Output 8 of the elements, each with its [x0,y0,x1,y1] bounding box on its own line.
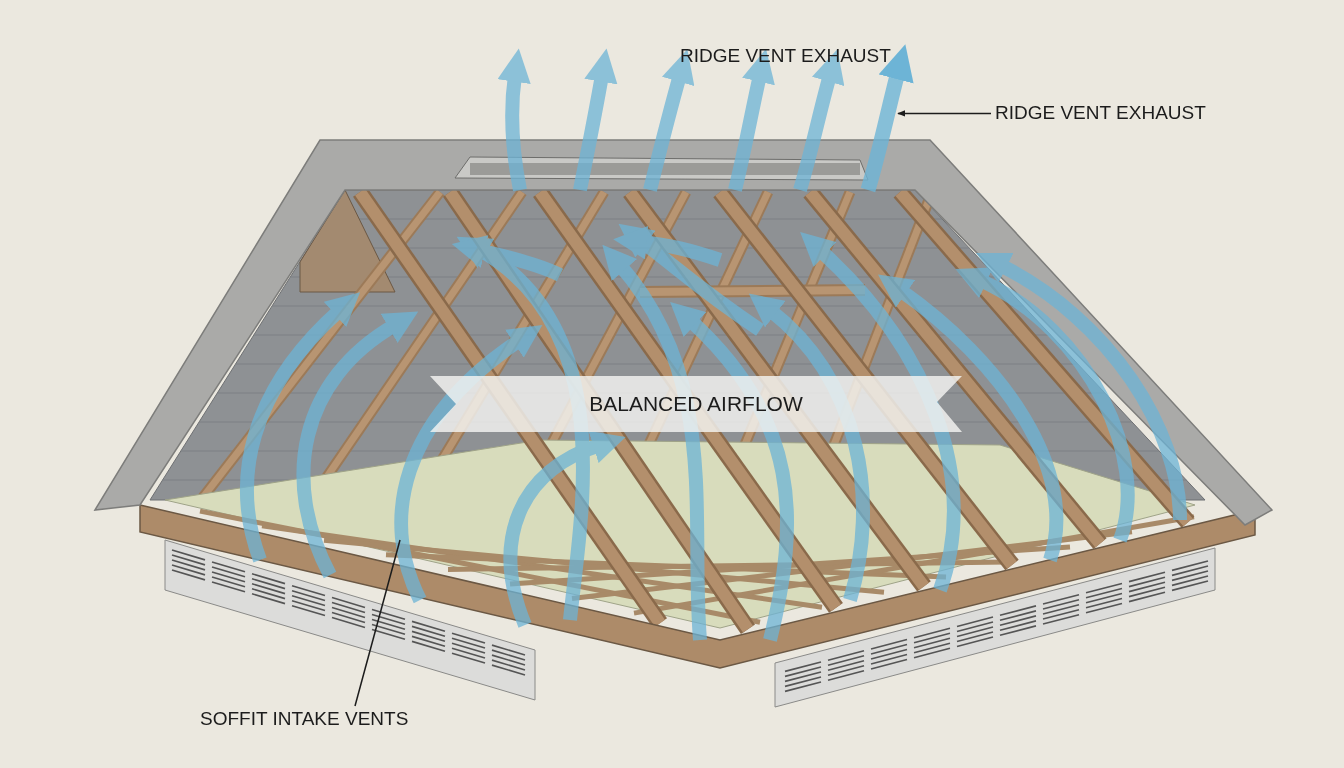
heading-label: RIDGE VENT EXHAUST [680,45,891,68]
soffit-vent [164,539,536,701]
callout-label: RIDGE VENT EXHAUST [995,102,1206,125]
callout-label: SOFFIT INTAKE VENTS [200,708,409,731]
banner-text: BALANCED AIRFLOW [588,392,804,416]
leader-line [354,539,401,707]
leader-arrow [897,110,992,117]
banner [430,376,962,432]
